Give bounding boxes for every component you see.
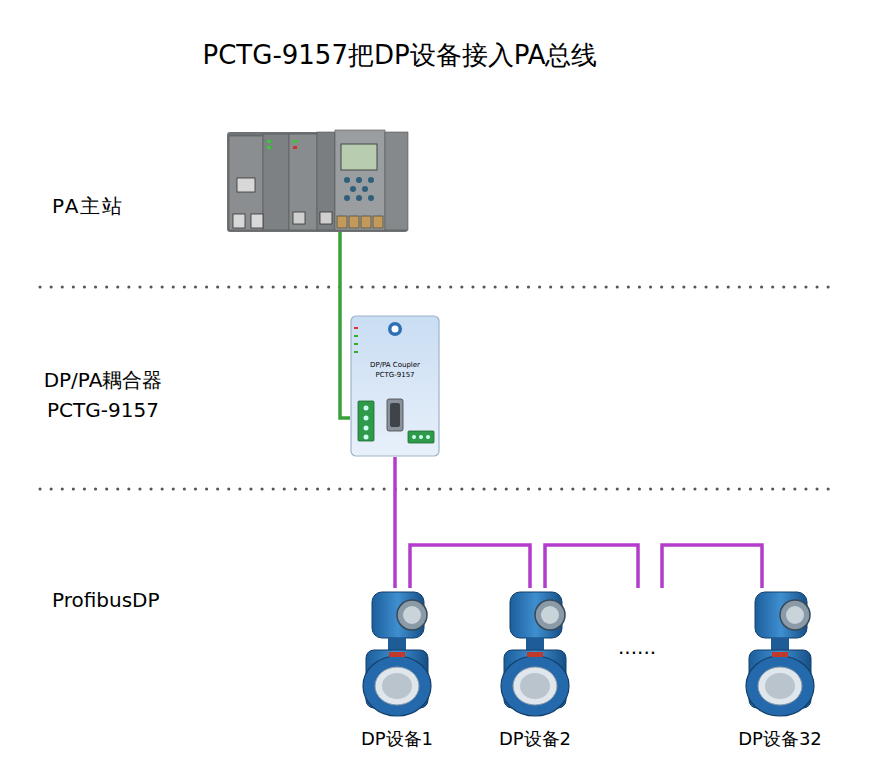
diagram-title: PCTG-9157把DP设备接入PA总线 bbox=[0, 38, 800, 73]
bus-cable bbox=[410, 545, 530, 588]
bus-label: ProfibusDP bbox=[52, 588, 160, 612]
device-label: DP设备2 bbox=[480, 728, 590, 750]
device-face-text: PCTG-9157 bbox=[350, 371, 440, 379]
dotted-separator bbox=[40, 488, 830, 491]
device-label: DP设备32 bbox=[725, 728, 835, 750]
device-face-text: DP/PA Coupler bbox=[350, 361, 440, 369]
dp-flowmeter: DP设备32 bbox=[725, 588, 835, 750]
dp-pa-coupler: DP/PA耦合器 PCTG-9157DP/PA CouplerPCTG-9157 bbox=[350, 315, 440, 457]
pa-master-plc: PA主站 bbox=[225, 128, 410, 232]
dp-flowmeter: DP设备1 bbox=[342, 588, 452, 750]
device-illustration bbox=[342, 588, 452, 750]
device-illustration bbox=[480, 588, 590, 750]
dotted-separator bbox=[40, 286, 830, 289]
device-illustration bbox=[225, 128, 410, 232]
device-illustration bbox=[725, 588, 835, 750]
device-label: DP设备1 bbox=[342, 728, 452, 750]
bus-cable bbox=[393, 457, 397, 588]
bus-cable bbox=[340, 232, 350, 418]
dp-flowmeter: DP设备2 bbox=[480, 588, 590, 750]
ellipsis-mark: ······ bbox=[618, 641, 656, 665]
row-label: DP/PA耦合器 PCTG-9157 bbox=[28, 365, 178, 425]
row-label: PA主站 bbox=[52, 194, 172, 218]
device-illustration bbox=[350, 315, 440, 457]
bus-cable bbox=[545, 545, 762, 588]
